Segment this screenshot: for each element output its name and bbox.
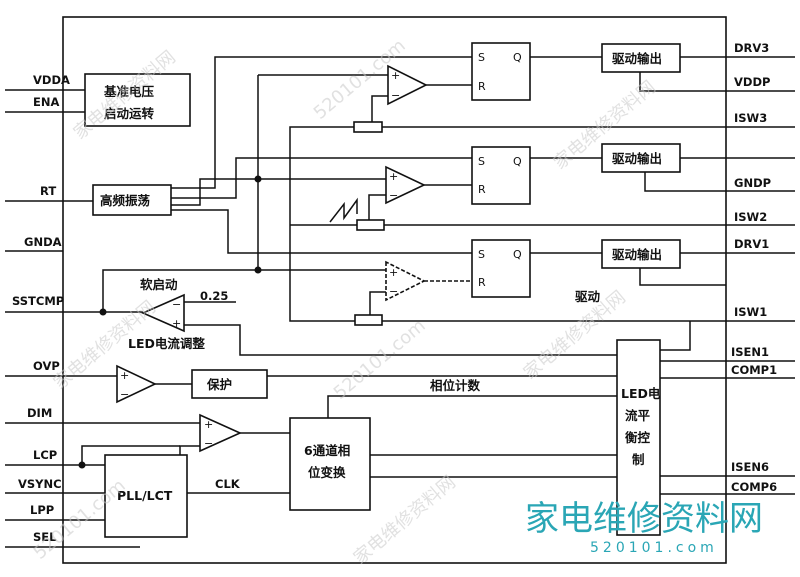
internal-wiring — [78, 56, 726, 494]
pin-rt: RT — [40, 184, 56, 198]
pin-isw2: ISW2 — [734, 210, 767, 224]
svg-text:S: S — [478, 51, 485, 64]
dim-comparator: + − — [199, 413, 242, 453]
ramp-waveform — [329, 197, 358, 223]
svg-text:−: − — [204, 437, 213, 450]
svg-text:R: R — [478, 80, 486, 93]
pll-label: PLL/LCT — [117, 488, 173, 503]
balance-control-block: LED电 流平 衡控 制 — [616, 339, 661, 536]
pin-ena: ENA — [33, 95, 59, 109]
sense-resistor-3 — [353, 121, 383, 133]
svg-text:−: − — [172, 298, 181, 311]
svg-text:R: R — [478, 276, 486, 289]
balance-label-4: 制 — [632, 452, 645, 467]
soft-start-amp: − + — [141, 293, 185, 333]
balance-label-2: 流平 — [625, 408, 651, 423]
pin-sstcmp: SSTCMP — [12, 294, 64, 308]
pin-sel: SEL — [33, 530, 57, 544]
pin-comp6: COMP6 — [731, 480, 777, 494]
clk-label: CLK — [215, 477, 241, 491]
pin-vddp: VDDP — [734, 75, 770, 89]
svg-text:−: − — [389, 189, 398, 202]
pin-drv3: DRV3 — [734, 41, 769, 55]
vref-block: 基准电压 启动运转 — [84, 73, 191, 127]
soft-start-label: 软启动 — [140, 277, 178, 292]
phase-label-2: 位变换 — [308, 465, 346, 480]
svg-text:R: R — [478, 183, 486, 196]
pin-lpp: LPP — [30, 503, 54, 517]
svg-text:S: S — [478, 248, 485, 261]
svg-text:+: + — [204, 418, 213, 431]
svg-text:Q: Q — [513, 51, 522, 64]
svg-text:Q: Q — [513, 155, 522, 168]
svg-text:+: + — [172, 317, 181, 330]
phase-label-1: 6通道相 — [304, 443, 350, 458]
comparator-1: + − — [385, 260, 426, 302]
drive-label: 驱动 — [575, 289, 601, 304]
svg-text:家电维修资料网: 家电维修资料网 — [525, 499, 763, 539]
osc-label: 高频振荡 — [100, 193, 151, 208]
sense-resistor-1 — [354, 314, 383, 326]
phase-count-label: 相位计数 — [430, 378, 481, 393]
pin-dim: DIM — [27, 406, 52, 420]
site-logo: 家电维修资料网 520101.com — [525, 499, 763, 556]
pin-comp1: COMP1 — [731, 363, 777, 377]
ovp-comparator: + − — [116, 364, 157, 404]
svg-text:S: S — [478, 155, 485, 168]
svg-text:+: + — [391, 69, 400, 82]
phase-shift-block: 6通道相 位变换 — [289, 417, 371, 511]
pin-vsync: VSYNC — [18, 477, 62, 491]
driver-output-3: 驱动输出 — [601, 43, 681, 73]
svg-text:+: + — [389, 266, 398, 279]
vref-label-1: 基准电压 — [103, 84, 155, 99]
svg-text:−: − — [389, 285, 398, 298]
pin-drv1: DRV1 — [734, 237, 769, 251]
driver-output-1: 驱动输出 — [601, 239, 681, 269]
driver-2-label: 驱动输出 — [612, 151, 662, 166]
pll-block: PLL/LCT — [104, 454, 188, 538]
svg-text:−: − — [120, 388, 129, 401]
pin-vdda: VDDA — [33, 73, 70, 87]
vref-label-2: 启动运转 — [104, 106, 155, 121]
svg-text:+: + — [120, 369, 129, 382]
driver-3-label: 驱动输出 — [612, 51, 662, 66]
svg-text:Q: Q — [513, 248, 522, 261]
comparator-3: + − — [387, 64, 428, 106]
ref-025-label: 0.25 — [200, 289, 228, 303]
left-pin-lines — [5, 89, 200, 548]
balance-label-1: LED电 — [621, 386, 661, 401]
protect-label: 保护 — [206, 377, 232, 392]
pin-lcp: LCP — [33, 448, 57, 462]
sr-latch-1: S R Q — [471, 239, 531, 298]
pin-ovp: OVP — [33, 359, 60, 373]
pin-isen6: ISEN6 — [731, 460, 769, 474]
pin-isw3: ISW3 — [734, 111, 767, 125]
pin-isen1: ISEN1 — [731, 345, 769, 359]
pin-gndp: GNDP — [734, 176, 771, 190]
pin-isw1: ISW1 — [734, 305, 767, 319]
svg-text:−: − — [391, 89, 400, 102]
svg-text:+: + — [389, 170, 398, 183]
sense-resistor-2 — [356, 219, 385, 231]
led-adjust-label: LED电流调整 — [128, 336, 205, 351]
oscillator-block: 高频振荡 — [92, 184, 172, 216]
driver-output-2: 驱动输出 — [601, 143, 681, 173]
comparator-2: + − — [385, 165, 426, 205]
right-pin-lines — [660, 56, 795, 495]
balance-label-3: 衡控 — [625, 430, 651, 445]
protect-block: 保护 — [191, 369, 268, 399]
svg-text:520101.com: 520101.com — [590, 540, 718, 556]
driver-1-label: 驱动输出 — [612, 247, 662, 262]
sr-latch-3: S R Q — [471, 42, 531, 101]
sr-latch-2: S R Q — [471, 146, 531, 205]
pin-gnda: GNDA — [24, 235, 62, 249]
